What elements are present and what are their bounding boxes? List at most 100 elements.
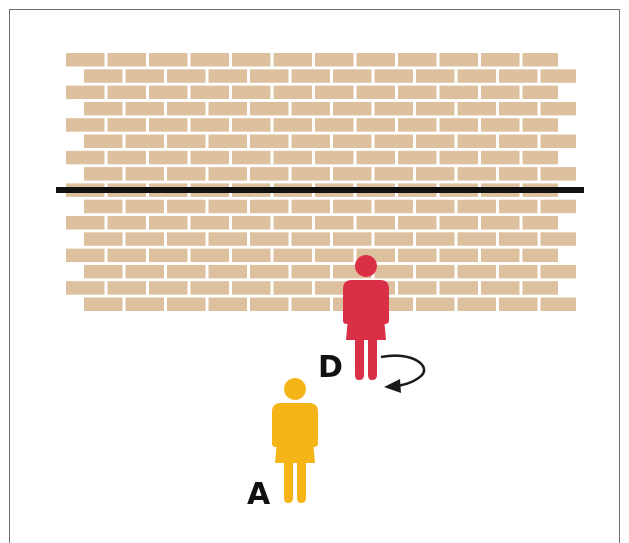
brick bbox=[458, 102, 497, 116]
brick bbox=[440, 151, 479, 165]
brick bbox=[481, 53, 520, 67]
brick bbox=[416, 102, 455, 116]
brick bbox=[499, 167, 538, 181]
brick bbox=[292, 200, 331, 214]
brick bbox=[541, 298, 577, 312]
brick bbox=[209, 298, 248, 312]
brick bbox=[167, 232, 206, 246]
brick bbox=[209, 167, 248, 181]
brick bbox=[375, 232, 414, 246]
brick bbox=[292, 102, 331, 116]
brick bbox=[149, 249, 188, 263]
brick bbox=[499, 135, 538, 149]
brick bbox=[499, 265, 538, 279]
brick bbox=[149, 216, 188, 230]
brick bbox=[66, 249, 105, 263]
brick bbox=[458, 135, 497, 149]
brick bbox=[523, 53, 559, 67]
brick bbox=[209, 69, 248, 83]
brick bbox=[333, 135, 372, 149]
brick bbox=[333, 167, 372, 181]
brick bbox=[292, 69, 331, 83]
brick bbox=[149, 281, 188, 295]
brick bbox=[232, 118, 271, 132]
brick bbox=[292, 167, 331, 181]
brick bbox=[292, 265, 331, 279]
brick bbox=[315, 216, 354, 230]
brick bbox=[108, 249, 147, 263]
brick bbox=[357, 53, 396, 67]
brick bbox=[541, 167, 577, 181]
brick bbox=[108, 86, 147, 100]
brick bbox=[191, 281, 230, 295]
brick bbox=[167, 102, 206, 116]
brick bbox=[167, 200, 206, 214]
brick bbox=[126, 167, 165, 181]
brick bbox=[66, 281, 105, 295]
brick bbox=[357, 151, 396, 165]
brick bbox=[84, 135, 123, 149]
brick bbox=[315, 249, 354, 263]
brick bbox=[481, 151, 520, 165]
brick bbox=[357, 216, 396, 230]
brick bbox=[499, 102, 538, 116]
brick bbox=[523, 281, 559, 295]
brick bbox=[232, 86, 271, 100]
brick bbox=[84, 200, 123, 214]
brick bbox=[108, 151, 147, 165]
brick bbox=[232, 151, 271, 165]
brick bbox=[250, 167, 289, 181]
brick bbox=[398, 281, 437, 295]
brick bbox=[250, 232, 289, 246]
brick bbox=[84, 167, 123, 181]
brick bbox=[440, 118, 479, 132]
brick bbox=[375, 102, 414, 116]
brick bbox=[66, 53, 105, 67]
brick bbox=[357, 86, 396, 100]
brick bbox=[357, 118, 396, 132]
brick bbox=[250, 298, 289, 312]
brick bbox=[149, 53, 188, 67]
brick bbox=[274, 118, 313, 132]
brick bbox=[126, 135, 165, 149]
brick bbox=[209, 200, 248, 214]
brick bbox=[126, 265, 165, 279]
brick bbox=[149, 86, 188, 100]
brick bbox=[523, 86, 559, 100]
brick bbox=[333, 200, 372, 214]
brick bbox=[541, 102, 577, 116]
brick bbox=[458, 69, 497, 83]
brick bbox=[440, 216, 479, 230]
brick bbox=[541, 265, 577, 279]
brick bbox=[398, 53, 437, 67]
brick bbox=[375, 265, 414, 279]
brick bbox=[232, 216, 271, 230]
brick bbox=[292, 298, 331, 312]
brick bbox=[167, 135, 206, 149]
brick bbox=[250, 200, 289, 214]
brick bbox=[191, 151, 230, 165]
brick bbox=[458, 265, 497, 279]
brick bbox=[84, 265, 123, 279]
brick bbox=[333, 232, 372, 246]
brick bbox=[315, 53, 354, 67]
brick bbox=[292, 232, 331, 246]
brick bbox=[108, 216, 147, 230]
brick bbox=[541, 135, 577, 149]
person-d-label: D bbox=[318, 353, 343, 383]
brick bbox=[375, 167, 414, 181]
brick bbox=[66, 118, 105, 132]
brick bbox=[191, 118, 230, 132]
brick bbox=[84, 102, 123, 116]
brick bbox=[274, 216, 313, 230]
brick bbox=[523, 118, 559, 132]
brick bbox=[541, 232, 577, 246]
brick bbox=[440, 53, 479, 67]
brick bbox=[250, 69, 289, 83]
brick bbox=[458, 232, 497, 246]
brick bbox=[416, 232, 455, 246]
brick bbox=[232, 53, 271, 67]
brick bbox=[481, 281, 520, 295]
brick bbox=[481, 216, 520, 230]
brick bbox=[167, 298, 206, 312]
